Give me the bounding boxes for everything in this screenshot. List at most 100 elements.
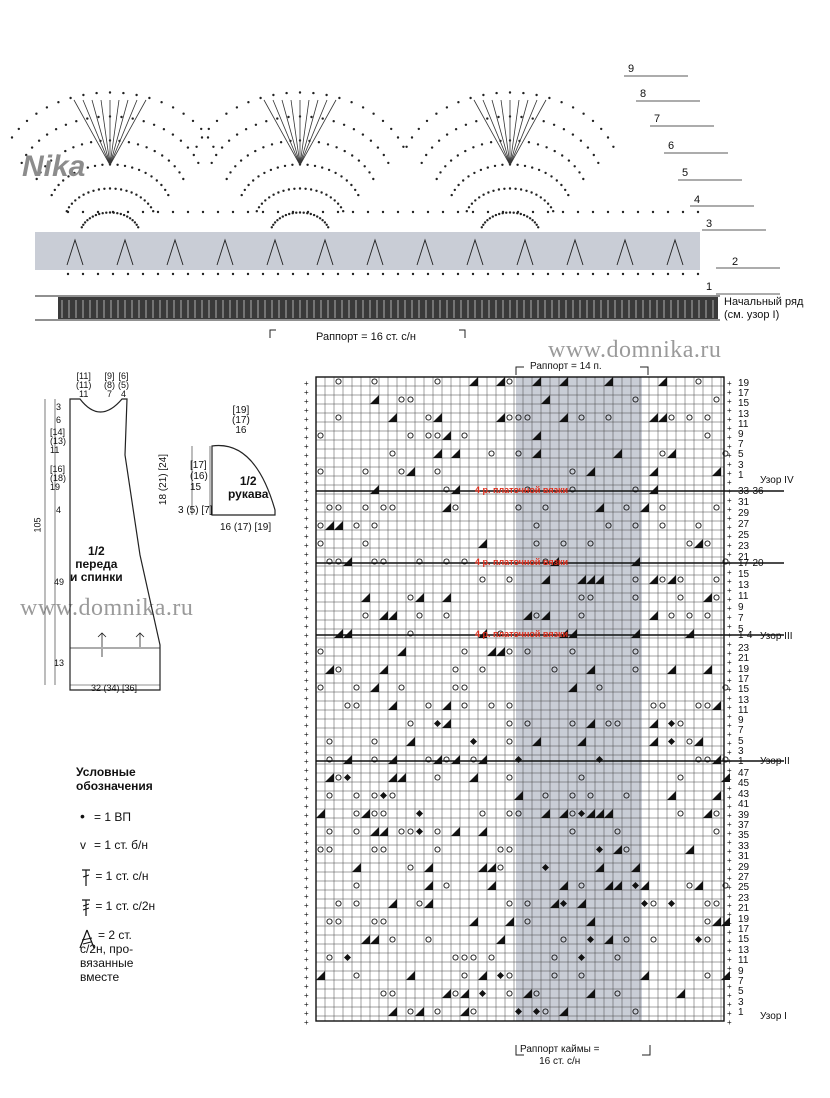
chain-dot [546,202,550,205]
decrease-mark [451,755,460,764]
row-number: 37 [738,820,750,831]
cluster-stitch [516,238,534,266]
yarn-over-mark [533,540,540,547]
chain-dot [260,202,264,205]
chain-dot [591,272,595,276]
chain-dot [247,183,250,187]
decrease-mark [649,467,658,476]
legend-title-line: Условные [76,765,136,779]
yarn-over-mark [515,414,522,421]
yarn-over-mark [533,990,540,997]
yarn-over-mark [335,378,342,385]
chain-dot [317,141,321,144]
plus-marker: + [727,631,732,640]
dc-icon [82,869,90,886]
plus-marker: + [727,1000,732,1009]
chain-dot [153,149,156,153]
size-value: 11 [79,389,89,399]
row-number: 33-36 [738,486,764,497]
decrease-mark [496,935,505,944]
row-number: 7 [738,613,744,624]
chain-dot [116,163,119,166]
decrease-mark [631,863,640,872]
chain-dot [67,206,71,209]
body-left-size: [16] (18) 19 [50,465,66,492]
decrease-mark [460,1007,469,1016]
yarn-over-mark [416,558,423,565]
yarn-over-mark [434,846,441,853]
decrease-mark [667,575,676,584]
row-number: 41 [738,799,750,811]
chain-dot [293,187,296,190]
bobble-mark [668,900,675,907]
chain-dot [411,210,415,214]
chain-dot [135,193,138,196]
decrease-mark [397,773,406,782]
decrease-mark [379,827,388,836]
plus-marker: + [727,550,732,559]
chain-dot [512,211,515,214]
chain-dot [473,171,476,175]
chain-dot [550,175,553,178]
plus-marker: + [304,793,309,802]
fan-stitch [272,99,301,166]
legend-text: = 1 ст. б/н [94,838,149,852]
bobble-mark [470,738,477,745]
chain-dot [336,272,340,276]
chain-dot [453,188,456,192]
yarn-over-mark [407,594,414,601]
decrease-mark [703,809,712,818]
chain-dot [621,272,625,276]
yarn-over-mark [569,648,576,655]
chain-dot [83,221,87,224]
plus-marker: + [727,910,732,919]
chain-dot [696,272,700,276]
yarn-over-mark [479,666,486,673]
decrease-mark [703,593,712,602]
chain-dot [57,183,60,187]
body-title: 1/2 переда и спинки [70,545,123,584]
cluster-stitch [316,238,334,266]
plus-marker: + [727,469,732,478]
decrease-mark [415,593,424,602]
yarn-over-mark [416,900,423,907]
chain-dot [516,210,520,214]
plus-marker: + [727,784,732,793]
decrease-mark [478,827,487,836]
chain-dot [95,91,98,95]
chain-dot [291,210,295,214]
chain-dot [549,206,553,209]
chain-dot [561,272,565,276]
plus-marker: + [304,667,309,676]
decrease-mark [712,791,721,800]
chain-dot [210,161,213,165]
chain-dot [437,139,441,142]
plus-marker: + [727,928,732,937]
yarn-over-mark [452,684,459,691]
decrease-mark [559,809,568,818]
plus-marker: + [304,496,309,505]
row-number: 9 [738,429,744,440]
yarn-over-mark [695,522,702,529]
decrease-mark [694,881,703,890]
yarn-over-mark [506,810,513,817]
plus-marker: + [727,991,732,1000]
plus-marker: + [304,910,309,919]
decrease-mark [712,917,721,926]
yarn-over-mark [362,468,369,475]
chain-dot [525,189,528,192]
chain-dot [278,217,282,220]
chain-dot [182,112,185,115]
title-line: 1/2 [87,544,105,558]
cluster-stitch [66,238,84,266]
chain-dot [527,141,531,144]
chain-dot [537,226,540,229]
chain-dot [281,215,284,218]
yarn-over-mark [578,972,585,979]
plus-marker: + [304,865,309,874]
decrease-mark [667,449,676,458]
yarn-over-mark [686,612,693,619]
decrease-mark [478,755,487,764]
chain-dot [66,272,70,276]
row-number: 5 [738,986,744,998]
